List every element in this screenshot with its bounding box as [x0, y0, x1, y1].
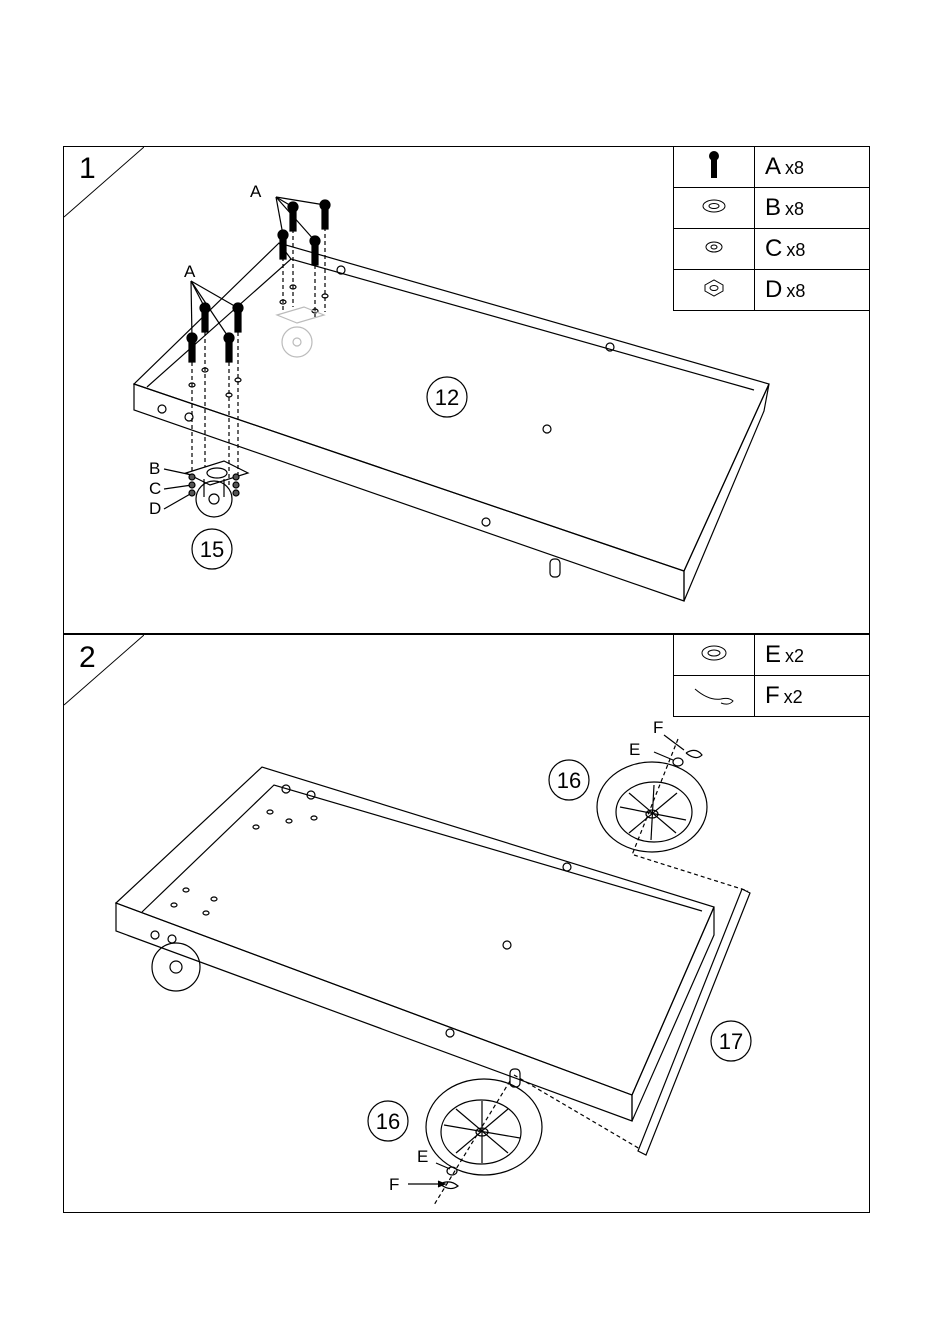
- part-count-f: x2: [784, 687, 803, 707]
- cotter-pin-icon: [691, 683, 737, 705]
- part-number-17: 17: [719, 1029, 743, 1054]
- callout-f-top: F: [653, 718, 663, 737]
- tray-part-12: [116, 767, 714, 1121]
- step-2-panel: 2: [63, 634, 870, 1213]
- callout-b: B: [149, 459, 160, 478]
- washer-icon: [698, 644, 730, 662]
- part-number-16-bottom: 16: [376, 1109, 400, 1134]
- part-count-a: x8: [785, 158, 804, 178]
- callout-e-top: E: [629, 740, 640, 759]
- part-number-12: 12: [435, 385, 459, 410]
- caster-part-15: [186, 461, 248, 517]
- part-letter-b: B: [765, 194, 781, 221]
- callout-e-bottom: E: [417, 1147, 428, 1166]
- part-letter-a: A: [765, 153, 781, 180]
- part-count-b: x8: [785, 199, 804, 219]
- step-2-illustration: F E E F 16 16 17: [64, 635, 871, 1214]
- part-count-d: x8: [786, 281, 805, 301]
- callout-a-rear: A: [250, 182, 262, 201]
- part-number-16-top: 16: [557, 768, 581, 793]
- part-count-e: x2: [785, 646, 804, 666]
- spring-washer-icon: [699, 239, 729, 255]
- part-letter-f: F: [765, 682, 780, 709]
- part-letter-c: C: [765, 235, 782, 262]
- callout-c: C: [149, 479, 161, 498]
- part-letter-e: E: [765, 641, 781, 668]
- flat-washer-icon: [699, 198, 729, 214]
- part-count-c: x8: [786, 240, 805, 260]
- callout-f-bottom: F: [389, 1175, 399, 1194]
- screw-icon: [704, 150, 724, 180]
- part-letter-d: D: [765, 276, 782, 303]
- callout-d: D: [149, 499, 161, 518]
- part-number-15: 15: [200, 537, 224, 562]
- step-1-panel: 1: [63, 146, 870, 634]
- callout-a-front: A: [184, 262, 196, 281]
- hex-nut-icon: [699, 277, 729, 299]
